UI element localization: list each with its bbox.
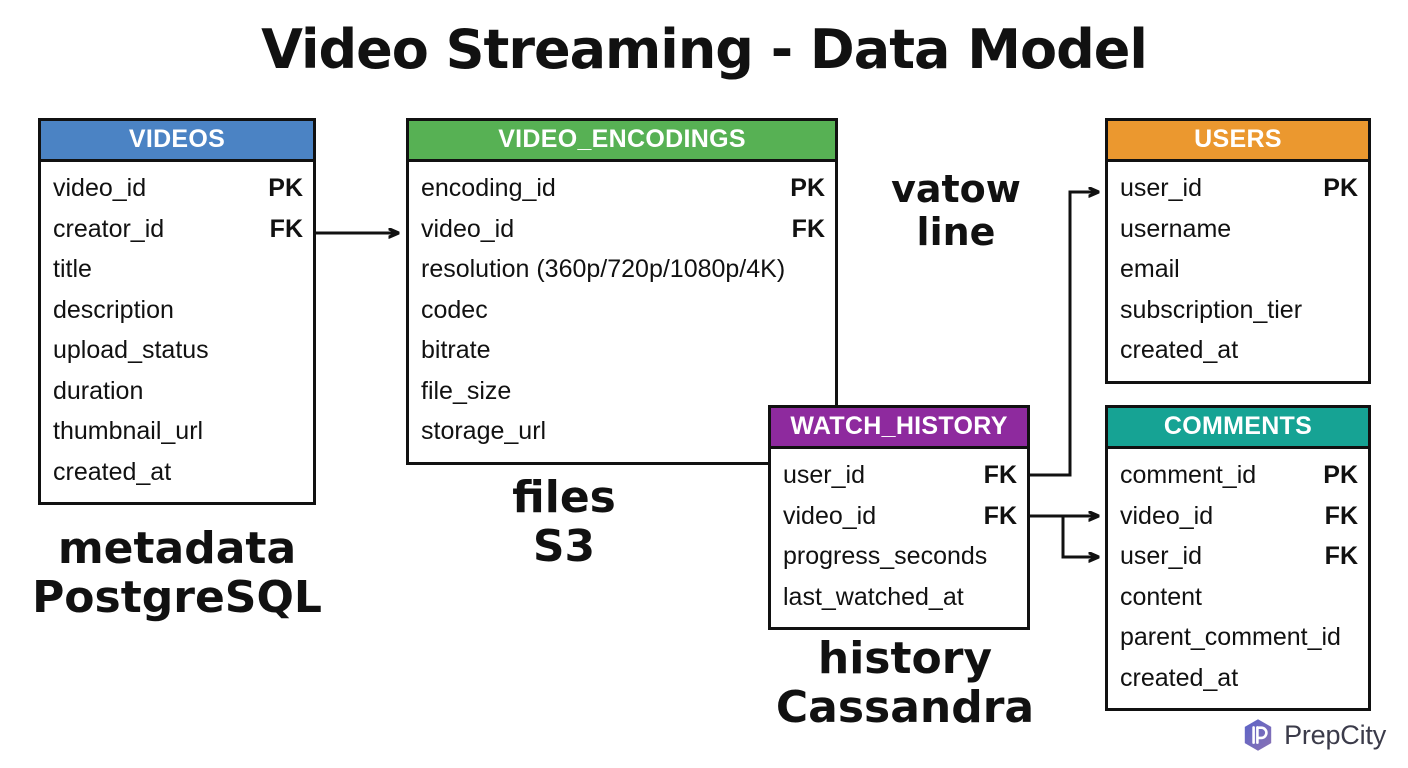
field-row: thumbnail_url — [53, 411, 303, 452]
field-name: file_size — [421, 376, 512, 405]
field-name: created_at — [1120, 336, 1239, 365]
field-name: encoding_id — [421, 174, 556, 203]
field-row: user_id FK — [1120, 536, 1358, 577]
field-name: created_at — [53, 457, 172, 486]
field-row: user_id FK — [783, 455, 1017, 496]
field-row: content — [1120, 577, 1358, 618]
field-name: subscription_tier — [1120, 295, 1303, 324]
field-name: description — [53, 295, 174, 324]
field-name: user_id — [1120, 542, 1202, 571]
entity-comments-fields: comment_id PK video_id FK user_id FK con… — [1108, 449, 1368, 708]
field-row: codec — [421, 290, 825, 331]
connector-watch-history-to-comments-user — [1061, 516, 1098, 557]
note-overlap-line: vatow line — [891, 167, 1021, 254]
prepcity-hexagon-icon — [1244, 719, 1272, 751]
field-row: created_at — [1120, 330, 1358, 371]
field-name: parent_comment_id — [1120, 623, 1341, 652]
field-key: FK — [983, 461, 1017, 490]
entity-watch-history[interactable]: WATCH_HISTORY user_id FK video_id FK pro… — [768, 405, 1030, 631]
entity-comments[interactable]: COMMENTS comment_id PK video_id FK user_… — [1105, 405, 1371, 712]
field-row: subscription_tier — [1120, 290, 1358, 331]
entity-videos-fields: video_id PK creator_id FK title descript… — [41, 162, 313, 502]
field-key: FK — [1324, 542, 1358, 571]
field-name: video_id — [421, 214, 515, 243]
brand-logo: PrepCity — [1241, 718, 1386, 752]
entity-users[interactable]: USERS user_id PK username email subscrip… — [1105, 118, 1371, 384]
field-row: username — [1120, 209, 1358, 250]
field-row: encoding_id PK — [421, 168, 825, 209]
field-row: created_at — [1120, 658, 1358, 699]
entity-video-encodings-fields: encoding_id PK video_id FK resolution (3… — [409, 162, 835, 462]
field-name: created_at — [1120, 663, 1239, 692]
entity-video-encodings-header: VIDEO_ENCODINGS — [409, 121, 835, 163]
field-name: resolution (360p/720p/1080p/4K) — [421, 255, 786, 284]
field-row: creator_id FK — [53, 209, 303, 250]
field-name: codec — [421, 295, 488, 324]
note-metadata-store: metadata PostgreSQL — [32, 523, 322, 624]
field-row: comment_id PK — [1120, 455, 1358, 496]
field-name: user_id — [783, 461, 865, 490]
entity-users-fields: user_id PK username email subscription_t… — [1108, 162, 1368, 381]
field-row: duration — [53, 371, 303, 412]
entity-watch-history-fields: user_id FK video_id FK progress_seconds … — [771, 449, 1027, 627]
page-title: Video Streaming - Data Model — [261, 18, 1148, 81]
field-row: last_watched_at — [783, 577, 1017, 618]
field-name: last_watched_at — [783, 582, 964, 611]
note-history-store: history Cassandra — [775, 633, 1035, 734]
field-name: username — [1120, 214, 1232, 243]
field-name: creator_id — [53, 214, 165, 243]
entity-video-encodings[interactable]: VIDEO_ENCODINGS encoding_id PK video_id … — [406, 118, 838, 465]
field-key: PK — [790, 174, 825, 203]
entity-videos[interactable]: VIDEOS video_id PK creator_id FK title d… — [38, 118, 316, 506]
field-row: storage_url — [421, 411, 825, 452]
brand-name: PrepCity — [1284, 719, 1386, 750]
field-key: FK — [983, 501, 1017, 530]
field-row: video_id FK — [421, 209, 825, 250]
field-row: parent_comment_id — [1120, 617, 1358, 658]
note-file-store: files S3 — [512, 472, 616, 573]
field-row: progress_seconds — [783, 536, 1017, 577]
field-name: storage_url — [421, 417, 547, 446]
field-name: video_id — [53, 174, 147, 203]
entity-watch-history-header: WATCH_HISTORY — [771, 408, 1027, 450]
field-key: FK — [1324, 501, 1358, 530]
entity-comments-header: COMMENTS — [1108, 408, 1368, 450]
field-row: description — [53, 290, 303, 331]
field-row: bitrate — [421, 330, 825, 371]
field-row: created_at — [53, 452, 303, 493]
field-name: user_id — [1120, 174, 1202, 203]
field-name: video_id — [783, 501, 877, 530]
field-row: file_size — [421, 371, 825, 412]
field-row: resolution (360p/720p/1080p/4K) — [421, 249, 825, 290]
field-row: upload_status — [53, 330, 303, 371]
field-name: progress_seconds — [783, 542, 988, 571]
field-name: bitrate — [421, 336, 491, 365]
field-row: user_id PK — [1120, 168, 1358, 209]
field-key: PK — [1323, 461, 1358, 490]
field-row: title — [53, 249, 303, 290]
field-name: upload_status — [53, 336, 209, 365]
entity-users-header: USERS — [1108, 121, 1368, 163]
field-name: duration — [53, 376, 144, 405]
field-name: video_id — [1120, 501, 1214, 530]
field-row: video_id PK — [53, 168, 303, 209]
field-key: FK — [269, 214, 303, 243]
field-key: FK — [791, 214, 825, 243]
field-name: thumbnail_url — [53, 417, 204, 446]
field-name: title — [53, 255, 92, 284]
field-name: comment_id — [1120, 461, 1257, 490]
field-name: content — [1120, 582, 1203, 611]
field-row: email — [1120, 249, 1358, 290]
field-key: PK — [1323, 174, 1358, 203]
field-key: PK — [268, 174, 303, 203]
field-row: video_id FK — [783, 496, 1017, 537]
entity-videos-header: VIDEOS — [41, 121, 313, 163]
field-row: video_id FK — [1120, 496, 1358, 537]
field-name: email — [1120, 255, 1180, 284]
